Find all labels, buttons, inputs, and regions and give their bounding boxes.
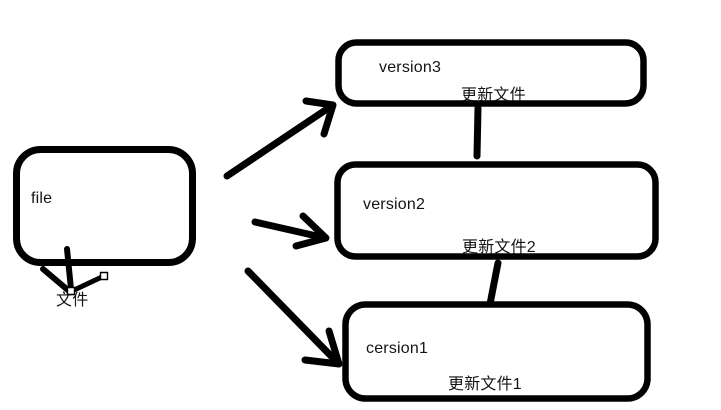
arrow-file-to-version1 [244,267,343,368]
arrow-head [302,97,337,138]
connector-version3-version2 [473,104,482,160]
node-box-version1 [342,301,651,402]
arrow-shaft [223,103,334,180]
annotation-label: 文件 [56,292,89,309]
selection-handle-start[interactable] [66,286,76,296]
arrow-shaft [244,267,338,363]
node-label-version3: version3 [379,59,442,76]
connector-version2-version1 [486,259,502,308]
node-label-file: file [31,190,53,207]
update-label-version2: 更新文件2 [462,239,536,256]
update-label-version1: 更新文件1 [448,376,522,393]
node-box-file [13,146,196,266]
arrow-shaft [251,218,325,241]
node-box-version2 [334,161,659,260]
arrow-file-to-version3 [223,97,337,180]
selection-handle-end[interactable] [99,271,109,281]
node-label-version2: version2 [363,196,426,213]
arrow-head [301,327,343,368]
node-label-version1: cersion1 [366,340,429,357]
arrow-file-to-version2 [251,212,330,250]
selected-line[interactable] [69,273,107,294]
doodle-barb [40,266,72,294]
doodle-shaft [64,246,74,292]
update-label-version3: 更新文件 [461,87,526,104]
node-box-version3 [335,39,647,107]
annotation-arrow-doodle [40,246,107,294]
arrow-head [292,212,330,250]
